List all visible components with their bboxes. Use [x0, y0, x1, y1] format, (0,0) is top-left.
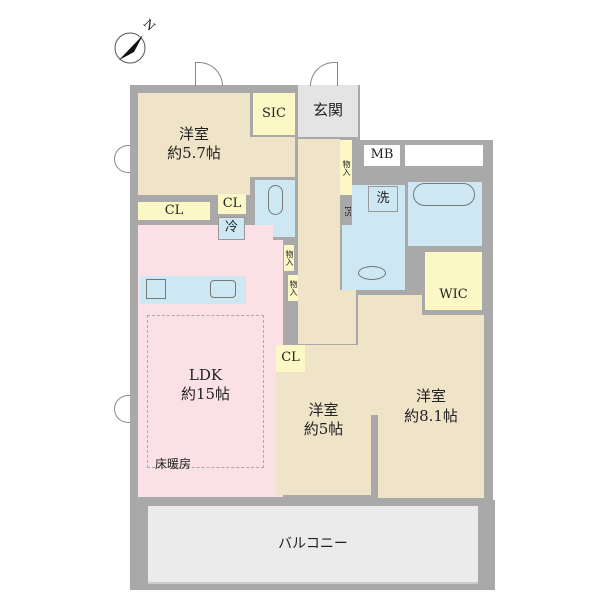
closet-2: CL [218, 194, 246, 214]
ldk-name: LDK [188, 365, 223, 384]
compass-icon [114, 32, 146, 64]
bedroom-1-name: 洋室 [178, 124, 209, 143]
sic: SIC [253, 93, 295, 135]
closet-1-label: CL [164, 202, 184, 218]
compass: N [110, 16, 160, 68]
storage-2-label: 物入 [285, 250, 294, 266]
closet-3: CL [276, 345, 305, 372]
sink-icon [358, 266, 386, 280]
balcony: バルコニー [148, 506, 478, 584]
wic-label: WIC [439, 287, 468, 303]
wic: WIC [425, 252, 482, 310]
mb: MB [364, 145, 400, 166]
storage-3: 物入 [288, 275, 298, 301]
laundry-label: 洗 [376, 190, 390, 206]
laundry-pan: 洗 [368, 186, 398, 212]
storage-3-label: 物入 [289, 280, 298, 296]
ldk-right [240, 240, 283, 497]
closet-3-label: CL [281, 350, 300, 366]
balcony-label: バルコニー [278, 535, 348, 552]
storage-2: 物入 [284, 245, 294, 271]
closet-2-label: CL [222, 195, 242, 211]
closet-1: CL [138, 202, 210, 220]
entrance: 玄関 [298, 85, 358, 137]
toilet-icon [268, 185, 283, 215]
floor-heating-area [147, 315, 264, 468]
bedroom-1-size: 約5.7帖 [167, 144, 221, 162]
sink-icon [210, 280, 236, 298]
bedroom-1: 洋室 約5.7帖 [138, 93, 250, 195]
sic-label: SIC [262, 105, 286, 121]
ps: PS [342, 198, 352, 224]
bedroom-2-size: 約5帖 [303, 420, 344, 438]
ps-label: PS [343, 205, 352, 217]
washroom-lower [342, 225, 405, 290]
bedroom-3: 洋室 約8.1帖 [378, 315, 484, 498]
bedroom-3-size: 約8.1帖 [404, 406, 458, 425]
window-box [405, 145, 483, 166]
ldk-size: 約15帖 [180, 385, 231, 403]
kitchen-counter [140, 276, 246, 304]
entrance-label: 玄関 [312, 101, 343, 120]
mb-label: MB [370, 147, 394, 163]
hallway-lower [298, 290, 356, 344]
storage-1-label: 物入 [342, 159, 351, 176]
bedroom-1-window-door[interactable] [195, 62, 223, 86]
bedroom-3-name: 洋室 [415, 387, 446, 405]
bedroom-2-name: 洋室 [308, 400, 339, 419]
fridge-space: 冷 [218, 217, 245, 240]
floor-heating-label: 床暖房 [155, 457, 192, 471]
bedroom-1-extension [245, 137, 295, 177]
entrance-door[interactable] [310, 62, 338, 86]
bathtub-icon [413, 183, 475, 206]
storage-1: 物入 [340, 140, 352, 195]
bedroom-1-side-door[interactable] [114, 145, 130, 173]
fridge-label: 冷 [224, 220, 238, 236]
ldk-label: LDK 約15帖 [147, 360, 264, 410]
stove-icon [146, 279, 166, 299]
ldk-side-door[interactable] [114, 395, 130, 423]
